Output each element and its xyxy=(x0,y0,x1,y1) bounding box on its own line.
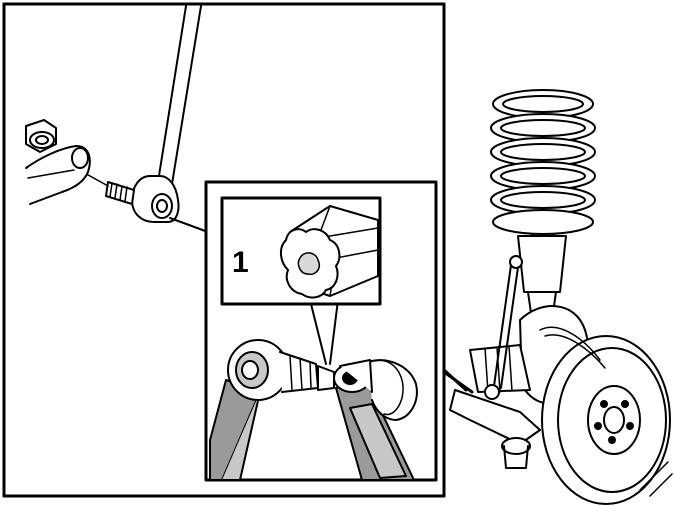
wrench-icon xyxy=(209,339,335,481)
holding-wrench xyxy=(333,359,418,481)
brake-disc-icon xyxy=(541,335,671,505)
mounting-bracket xyxy=(25,145,91,205)
hex-key-bit-icon xyxy=(280,205,379,299)
threaded-stud xyxy=(105,181,135,205)
hex-nut xyxy=(25,119,57,153)
stabilizer-link-rod xyxy=(157,5,202,185)
stabilizer-link-background xyxy=(493,257,520,389)
spring-strut-icon xyxy=(490,89,596,321)
suspension-assembly xyxy=(449,89,673,505)
callout-number: 1 xyxy=(232,246,249,279)
